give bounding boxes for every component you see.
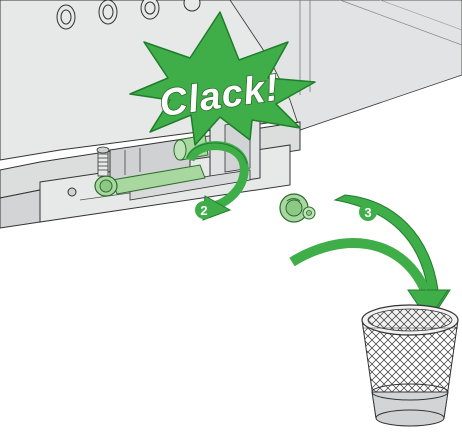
step-2-badge: 2 [195,201,213,219]
step-3-badge: 3 [359,203,377,221]
step-3-number: 3 [364,205,371,220]
step-2-number: 2 [200,203,207,218]
wastebasket-icon [362,305,458,426]
removed-screw-part [280,194,315,222]
mounting-screw [68,188,76,196]
